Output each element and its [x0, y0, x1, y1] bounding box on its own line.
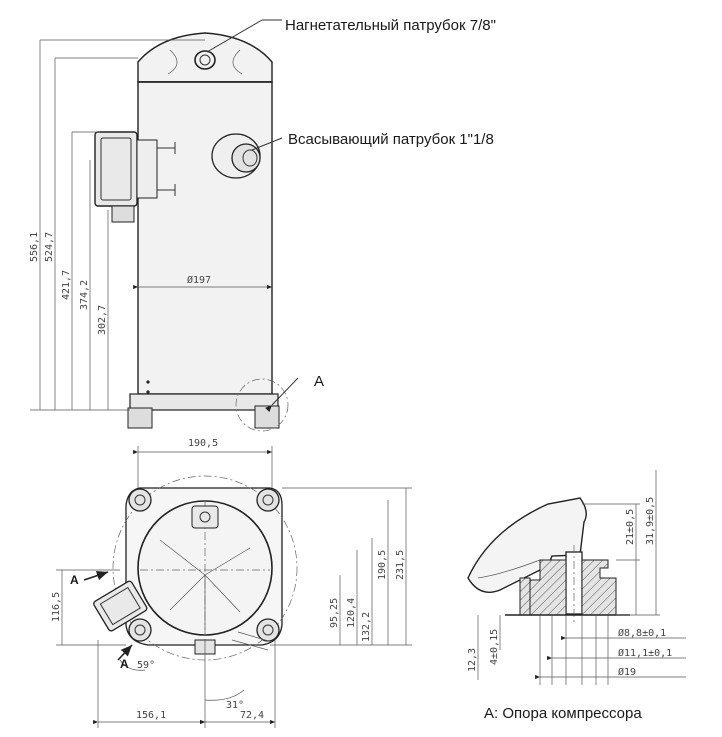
dim-120: 120,4 — [346, 598, 357, 628]
discharge-fitting — [194, 50, 216, 70]
angle-59: 59° — [137, 660, 155, 671]
dim-116: 116,5 — [51, 592, 62, 622]
top-view: 190,5 — [51, 438, 412, 728]
compressor-shell — [137, 81, 273, 395]
dim-d11: Ø11,1±0,1 — [618, 647, 672, 659]
dim-421: 421,7 — [61, 270, 72, 300]
dim-132: 132,2 — [361, 612, 372, 642]
dim-31: 31,9±0,5 — [645, 497, 656, 545]
compressor-base — [129, 393, 279, 411]
suction-fitting — [211, 133, 261, 179]
dim-d8: Ø8,8±0,1 — [618, 627, 666, 639]
mount-feet — [128, 488, 280, 642]
vertical-dims — [30, 39, 205, 411]
marker-a-bottom: A — [120, 657, 129, 671]
side-view: Ø197 556,1 524,7 421,7 374,2 302,7 — [29, 19, 299, 432]
dim-190-right: 190,5 — [377, 550, 388, 580]
dim-d19: Ø19 — [618, 666, 636, 678]
terminal-box — [94, 131, 176, 223]
dim-231: 231,5 — [395, 550, 406, 580]
dim-21: 21±0,5 — [625, 509, 636, 545]
top-right-dims — [270, 487, 412, 646]
dim-4: 4±0,15 — [489, 629, 500, 665]
dim-302: 302,7 — [97, 305, 108, 335]
dim-524: 524,7 — [44, 232, 55, 262]
detail-caption: A: Опора компрессора — [484, 705, 642, 722]
dim-12: 12,3 — [467, 648, 478, 672]
dim-72: 72,4 — [240, 710, 264, 721]
detail-marker-side: A — [314, 373, 324, 390]
marker-a-top: A — [70, 573, 79, 587]
suction-callout: Всасывающий патрубок 1"1/8 — [288, 131, 494, 148]
dim-374: 374,2 — [79, 280, 90, 310]
grommet — [467, 497, 587, 593]
dim-556: 556,1 — [29, 232, 40, 262]
angle-31: 31° — [226, 700, 244, 711]
detail-view: 21±0,5 31,9±0,5 12,3 4±0,15 Ø8,8±0,1 Ø11… — [467, 470, 686, 685]
detail-a-circle — [235, 378, 289, 432]
discharge-callout: Нагнетательный патрубок 7/8" — [285, 17, 496, 34]
terminal-box-top — [93, 580, 148, 632]
dim-95: 95,25 — [329, 598, 340, 628]
dim-diameter-shell: Ø197 — [187, 274, 211, 286]
compressor-dome — [137, 32, 273, 83]
dim-top-width: 190,5 — [188, 438, 218, 449]
dim-156: 156,1 — [136, 710, 166, 721]
